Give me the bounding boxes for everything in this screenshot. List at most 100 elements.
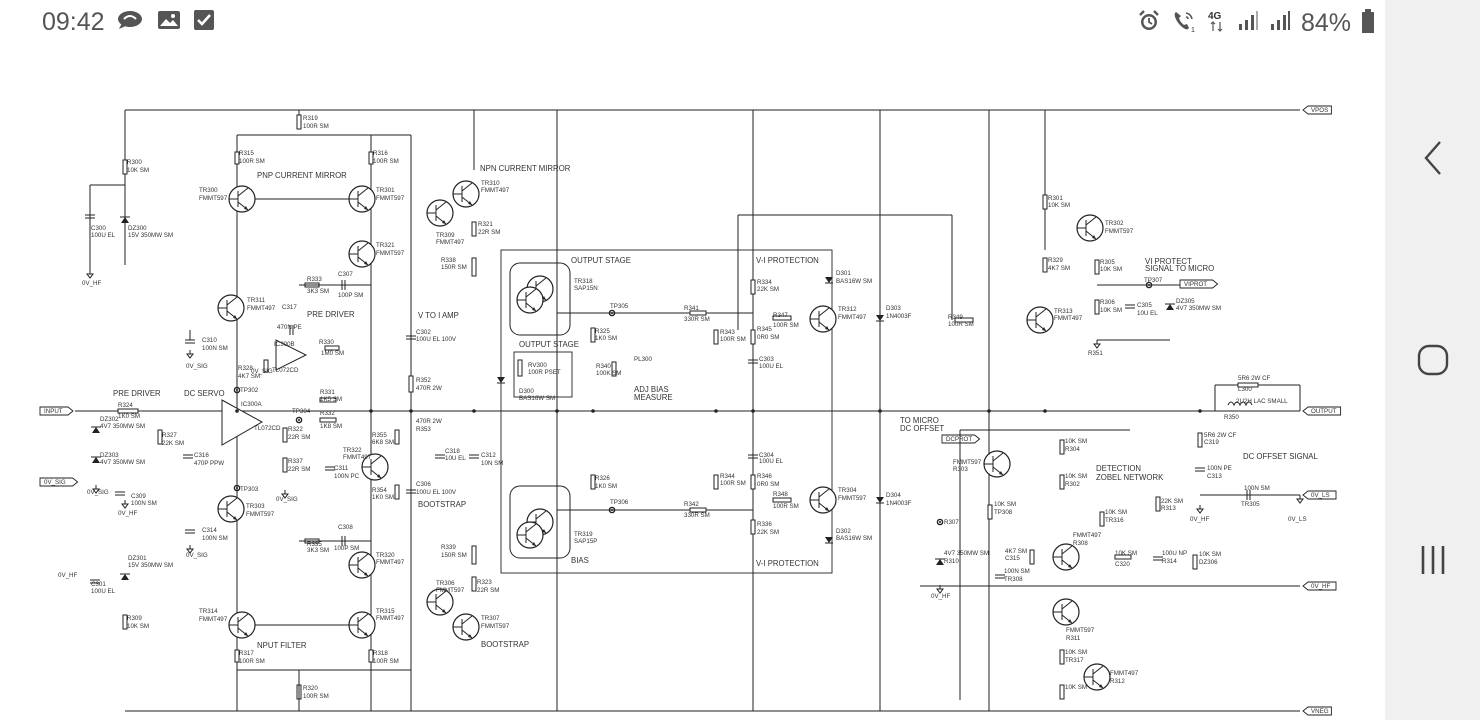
label: 100R SM: [720, 480, 746, 487]
ground-symbol: [121, 503, 129, 509]
label: C300: [91, 225, 106, 232]
label: 4K7 SM: [1005, 548, 1027, 555]
label: R306: [1100, 299, 1115, 306]
label: 100R SM: [373, 158, 399, 165]
resistor: [324, 345, 340, 351]
label: TR306: [436, 580, 455, 587]
label: R319: [303, 115, 318, 122]
label: 10K SM: [1115, 550, 1137, 557]
label: R302: [1065, 481, 1080, 488]
label: 1N4003F: [886, 500, 912, 507]
back-button[interactable]: [1385, 118, 1480, 198]
label: TR315: [376, 608, 395, 615]
emitter-arrow: [233, 516, 237, 520]
label: D304: [886, 492, 901, 499]
4g-icon: 4G: [1207, 9, 1227, 38]
label: R355: [372, 432, 387, 439]
label: R307: [944, 519, 959, 526]
section-title: ADJ BIAS: [634, 385, 669, 394]
label: C304: [759, 452, 774, 459]
recents-icon: [1421, 546, 1444, 574]
resistor: [471, 576, 477, 592]
checkbox-icon: [193, 9, 215, 36]
wire: [435, 201, 447, 211]
label: DZ305: [1176, 298, 1195, 305]
label: R336: [757, 521, 772, 528]
section-title: PRE DRIVER: [113, 389, 161, 398]
wire: [525, 523, 537, 533]
label: 3K3 SM: [307, 288, 329, 295]
wifi-call-icon: 1: [1171, 9, 1197, 38]
label: FMMT597: [1066, 627, 1095, 634]
resistor: [394, 484, 400, 500]
label: 22R SM: [477, 587, 499, 594]
label: 1K0 SM: [118, 413, 140, 420]
emitter-arrow: [244, 632, 248, 636]
label: FMMT497: [1054, 315, 1083, 322]
label: 470R 2W: [416, 385, 442, 392]
home-button[interactable]: [1385, 320, 1480, 400]
ground-symbol: [1196, 508, 1204, 514]
label: 100U EL: [759, 363, 784, 370]
label: C320: [1115, 561, 1130, 568]
label: C310: [202, 337, 217, 344]
label: DZ303: [100, 452, 119, 459]
label: FMMT597: [199, 195, 228, 202]
resistor: [590, 474, 596, 490]
section-title: ZOBEL NETWORK: [1096, 473, 1164, 482]
resistor: [713, 474, 719, 490]
label: 100U NP: [1162, 550, 1187, 557]
wire: [818, 307, 830, 317]
output-transistor-box: [509, 485, 571, 559]
label: 22K SM: [757, 529, 779, 536]
section-title: BOOTSTRAP: [481, 640, 529, 649]
label: 4V7 350MW SM: [944, 550, 989, 557]
resistor: [1114, 554, 1132, 560]
resistor: [122, 614, 128, 630]
label: 470N PE: [277, 324, 302, 331]
label: R342: [684, 501, 699, 508]
label: R310: [944, 558, 959, 565]
emitter-arrow: [442, 220, 446, 224]
label: R347: [773, 312, 788, 319]
label: R314: [1162, 558, 1177, 565]
net-tag-label: VIPROT: [1184, 281, 1207, 288]
label: 0V_HF: [82, 280, 101, 287]
resistor: [394, 429, 400, 445]
wire: [461, 615, 473, 625]
resistor: [611, 361, 617, 377]
label: R346: [757, 473, 772, 480]
net-tag-label: 0V_LS: [1311, 492, 1330, 499]
resistor: [408, 375, 414, 393]
label: FMMT497: [1110, 670, 1139, 677]
label: R329: [1048, 257, 1063, 264]
emitter-arrow: [1092, 235, 1096, 239]
label: FMMT497: [247, 305, 276, 312]
test-point: [936, 518, 944, 526]
emitter-arrow: [999, 471, 1003, 475]
label: R340: [596, 363, 611, 370]
label: R352: [416, 377, 431, 384]
recents-button[interactable]: [1385, 520, 1480, 600]
label: 100U EL 100V: [416, 336, 457, 343]
resistor: [954, 317, 974, 323]
label: BAS16W SM: [836, 278, 872, 285]
label: 0V_SIG: [186, 363, 208, 370]
label: 470P PPW: [194, 460, 224, 467]
junction-dot: [878, 409, 882, 413]
junction-dot: [235, 409, 239, 413]
label: R321: [478, 221, 493, 228]
label: TP308: [994, 509, 1013, 516]
label: C317: [282, 304, 297, 311]
zener-diode: [1166, 304, 1174, 310]
label: FMMT597: [1105, 228, 1134, 235]
emitter-arrow: [532, 307, 536, 311]
label: 10K SM: [127, 623, 149, 630]
net-tag: [941, 434, 981, 444]
wire: [357, 242, 369, 252]
label: 0V_LS: [1288, 516, 1307, 523]
ground-symbol: [186, 353, 194, 359]
label: TP307: [1144, 277, 1163, 284]
label: R335: [307, 541, 322, 548]
label: 2U2H LAC SMALL: [1236, 398, 1288, 405]
